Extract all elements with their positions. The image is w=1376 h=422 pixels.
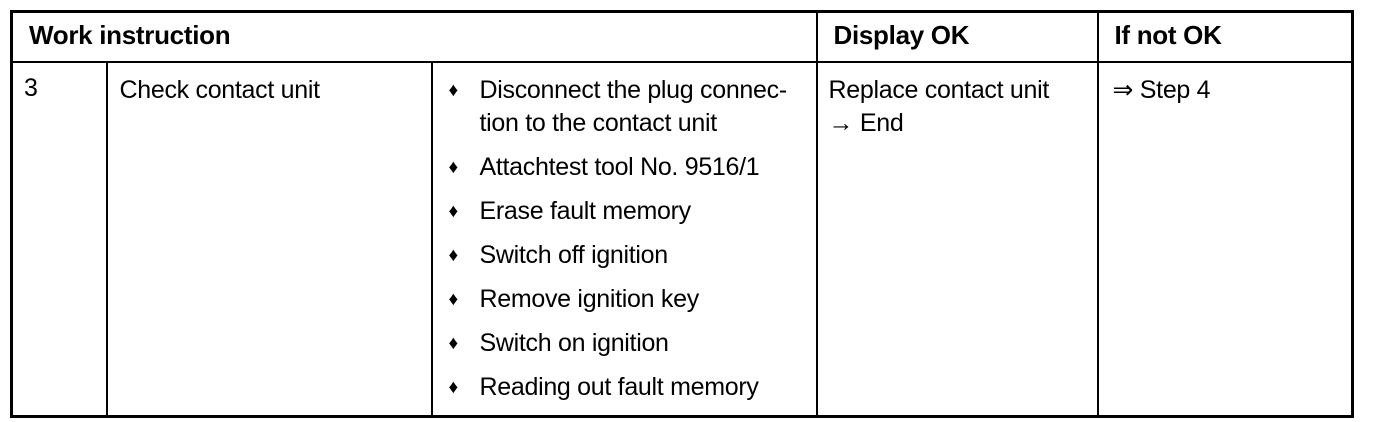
action-text: Reading out fault memory xyxy=(479,372,759,401)
header-if-not-ok: If not OK xyxy=(1096,10,1354,63)
display-ok-cell: Replace contact unit → End xyxy=(815,60,1099,417)
diamond-bullet-icon: ♦ xyxy=(448,244,459,266)
table-header: Work instruction Display OK If not OK xyxy=(10,10,1354,63)
action-item: ♦ Remove ignition key xyxy=(449,283,810,316)
action-item: ♦ Erase fault memory xyxy=(449,195,810,228)
action-item: ♦ Disconnect the plug connec- tion to th… xyxy=(449,74,810,140)
work-instruction-table: Work instruction Display OK If not OK 3 … xyxy=(10,10,1354,418)
action-item: ♦ Switch off ignition xyxy=(449,239,810,272)
action-item: ♦ Attachtest tool No. 9516/1 xyxy=(449,151,810,184)
table-body: 3 Check contact unit ♦ Disconnect the pl… xyxy=(10,60,1354,417)
action-text: Switch on ignition xyxy=(479,328,669,357)
action-item: ♦ Reading out fault memory xyxy=(449,371,810,404)
header-display-ok: Display OK xyxy=(815,10,1099,63)
diamond-bullet-icon: ♦ xyxy=(448,288,459,310)
action-text: Attachtest tool No. 9516/1 xyxy=(479,152,760,181)
action-list: ♦ Disconnect the plug connec- tion to th… xyxy=(449,74,810,404)
diamond-bullet-icon: ♦ xyxy=(448,376,459,398)
action-text: Switch off ignition xyxy=(479,240,669,269)
step-number-cell: 3 xyxy=(10,60,108,417)
action-text: Erase fault memory xyxy=(479,196,692,225)
action-text: Disconnect the plug connec- tion to the … xyxy=(479,75,788,137)
table-row: 3 Check contact unit ♦ Disconnect the pl… xyxy=(10,60,1354,417)
actions-cell: ♦ Disconnect the plug connec- tion to th… xyxy=(430,60,818,417)
task-cell: Check contact unit xyxy=(105,60,433,417)
diamond-bullet-icon: ♦ xyxy=(448,200,459,222)
diamond-bullet-icon: ♦ xyxy=(448,79,459,101)
action-item: ♦ Switch on ignition xyxy=(449,327,810,360)
diamond-bullet-icon: ♦ xyxy=(448,156,459,178)
header-work-instruction: Work instruction xyxy=(10,10,818,63)
action-text: Remove ignition key xyxy=(479,284,700,313)
if-not-ok-cell: ⇒ Step 4 xyxy=(1096,60,1354,417)
diamond-bullet-icon: ♦ xyxy=(448,332,459,354)
header-row: Work instruction Display OK If not OK xyxy=(10,10,1354,63)
